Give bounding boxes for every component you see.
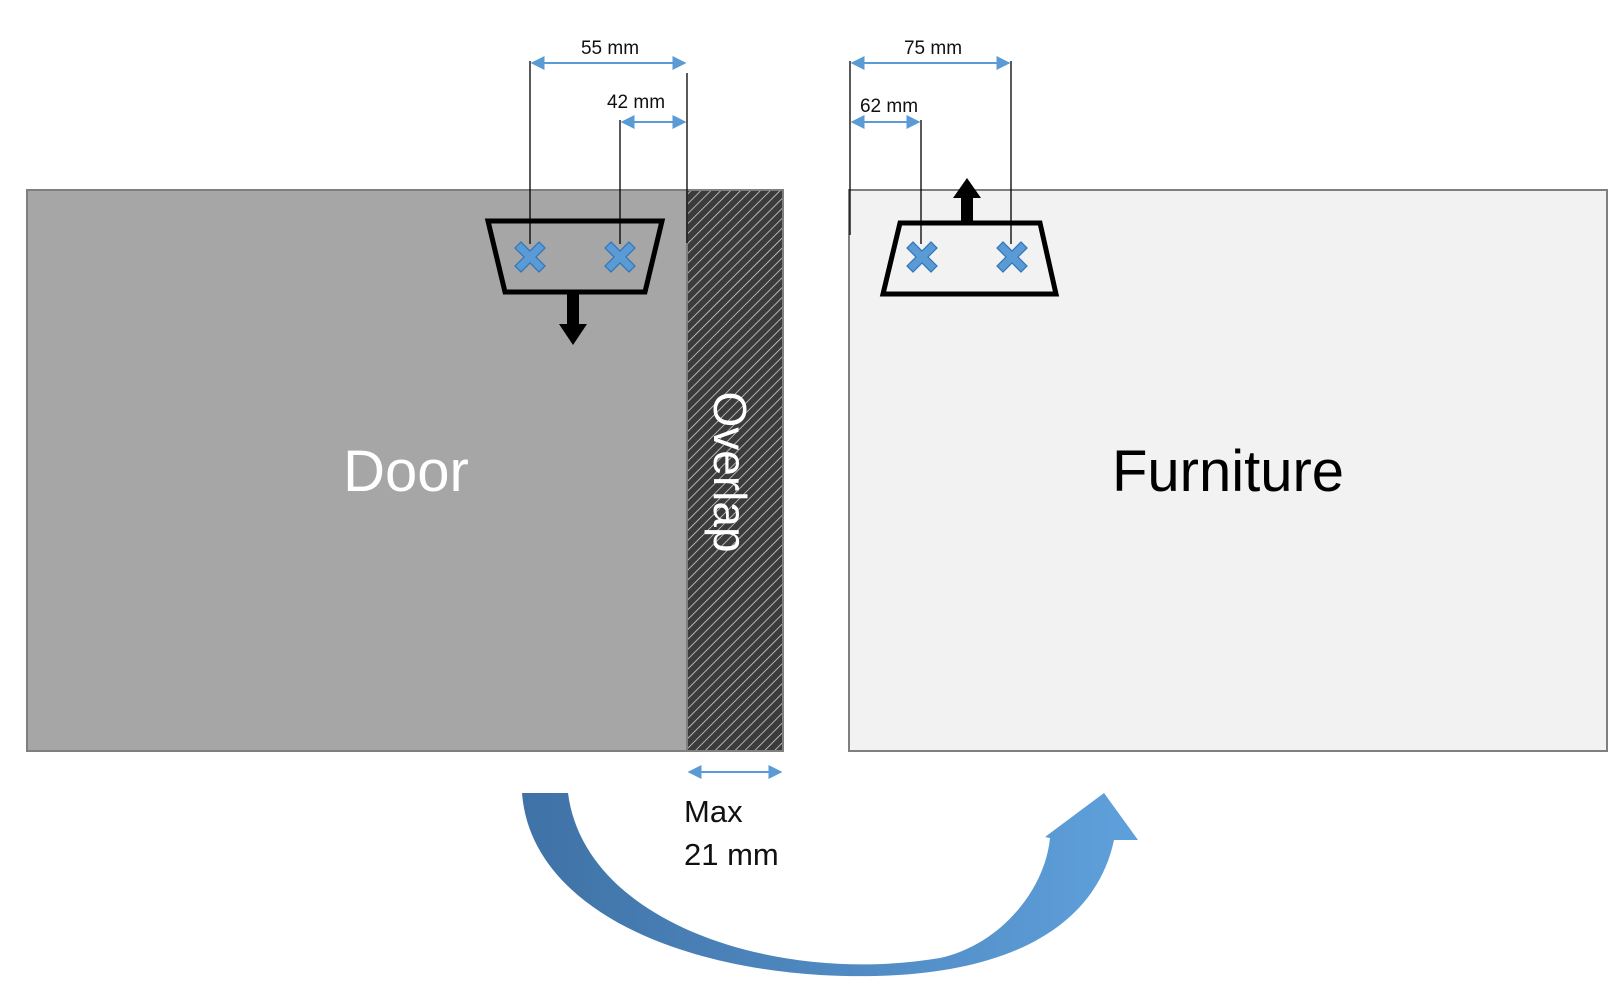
x-marker-icon [906,241,938,273]
furniture-dimensions: 75 mm 62 mm [849,38,1012,244]
arrow-down-icon [559,292,587,345]
curved-arrow-icon [522,793,1138,977]
furniture-dim-inner: 62 mm [860,96,918,117]
door-dimensions: 55 mm 42 mm [529,38,688,244]
overlap-label: Overlap [704,391,756,552]
overlap-zone [686,189,784,752]
furniture-hinge-plate [879,178,1060,297]
furniture-label: Furniture [1112,439,1344,504]
door-label: Door [343,439,469,504]
x-marker-icon [514,241,546,273]
overlap-limit-line1: Max [684,794,743,829]
door-panel: Door Overlap [26,189,784,752]
door-hinge-plate [484,218,666,345]
x-marker-icon [996,241,1028,273]
overlap-limit-line2: 21 mm [684,837,779,872]
door-dim-outer: 55 mm [581,38,639,59]
arrow-up-icon [953,178,981,223]
door-dim-inner: 42 mm [607,92,665,113]
furniture-dim-outer: 75 mm [904,38,962,59]
door-rect [26,189,688,752]
furniture-rect [848,189,1608,752]
furniture-panel: Furniture [848,189,1608,752]
overlap-limit: Max 21 mm [684,765,783,872]
x-marker-icon [604,241,636,273]
